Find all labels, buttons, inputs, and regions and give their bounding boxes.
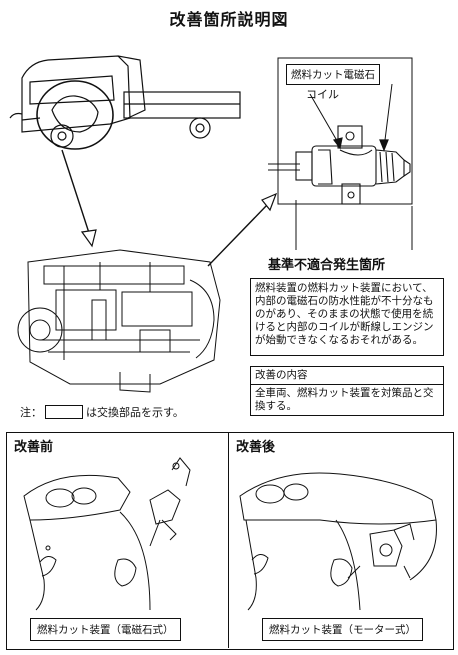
before-caption: 燃料カット装置（電磁石式） (30, 618, 181, 641)
before-heading: 改善前 (14, 440, 54, 455)
after-drawing (239, 472, 437, 611)
engine-drawing (17, 249, 221, 393)
engine-highlight-circle (36, 80, 114, 150)
coil-label: コイル (306, 88, 339, 101)
improvement-body: 全車両、燃料カット装置を対策品と交換する。 (255, 387, 434, 412)
truck-drawing (9, 55, 241, 148)
solenoid-drawing (268, 125, 411, 205)
after-caption: 燃料カット装置（モーター式） (262, 618, 423, 641)
before-drawing (23, 457, 191, 611)
replaced-part-legend-box (45, 405, 83, 419)
comparison-frame (6, 432, 454, 650)
defect-description-box: 燃料装置の燃料カット装置において、内部の電磁石の防水性能が不十分なものがあり、そ… (250, 278, 444, 356)
improvement-heading: 改善の内容 (255, 369, 308, 381)
note-prefix: 注： (20, 406, 42, 419)
improvement-box: 改善の内容 全車両、燃料カット装置を対策品と交換する。 (250, 366, 444, 416)
page-title: 改善箇所説明図 (169, 10, 289, 29)
note-line: 注： は交換部品を示す。 (20, 404, 184, 420)
comparison-divider (228, 432, 229, 648)
note-suffix: は交換部品を示す。 (86, 406, 184, 419)
solenoid-label: 燃料カット電磁石 (286, 64, 380, 85)
after-heading: 改善後 (236, 440, 276, 455)
defect-description-text: 燃料装置の燃料カット装置において、内部の電磁石の防水性能が不十分なものがあり、そ… (255, 282, 434, 346)
defect-location-label: 基準不適合発生箇所 (268, 258, 386, 273)
